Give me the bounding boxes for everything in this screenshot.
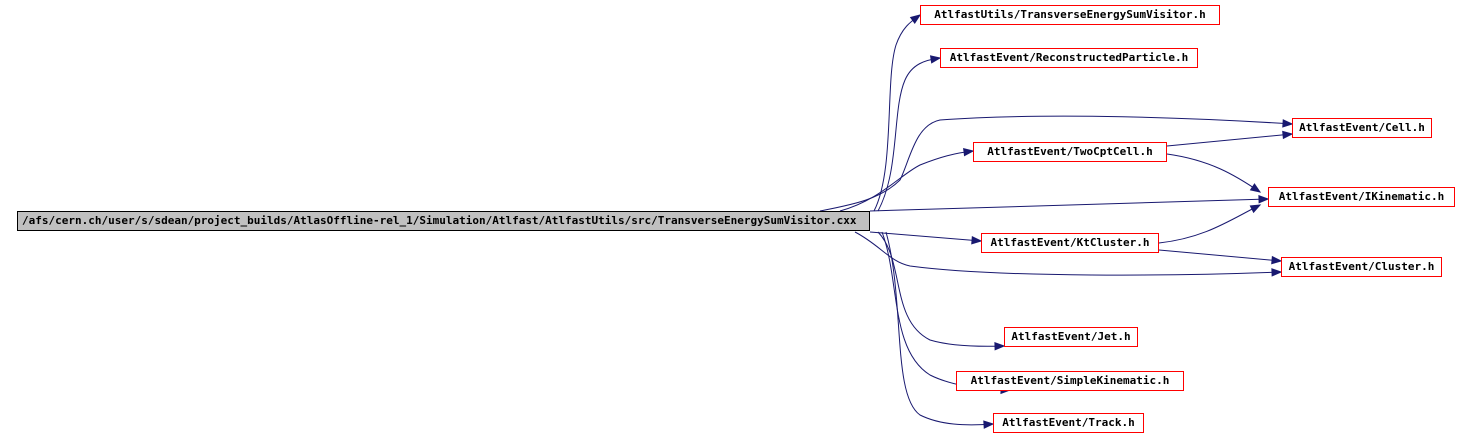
- edge-root-to-n6: [869, 231, 983, 245]
- edge-n4-to-n3: [1166, 130, 1294, 147]
- arrowhead: [1249, 204, 1262, 214]
- edge-n6-to-n7: [1158, 249, 1283, 265]
- edge-root-to-n10: [885, 231, 995, 429]
- node-simple-kinematic-h[interactable]: AtlfastEvent/SimpleKinematic.h: [956, 371, 1184, 391]
- node-ikinematic-h[interactable]: AtlfastEvent/IKinematic.h: [1268, 187, 1455, 207]
- edge-n6-to-n5: [1158, 204, 1262, 244]
- edge-root-to-n1: [873, 14, 922, 212]
- arrowhead: [1282, 119, 1294, 128]
- edge-root-to-n4: [839, 147, 975, 212]
- edge-n4-to-n5: [1166, 153, 1262, 193]
- arrowhead: [1271, 255, 1283, 265]
- edge-root-to-n3: [819, 115, 1294, 212]
- node-two-cpt-cell-h[interactable]: AtlfastEvent/TwoCptCell.h: [973, 142, 1167, 162]
- arrowhead: [929, 55, 942, 64]
- arrowhead: [1258, 195, 1270, 204]
- node-track-h[interactable]: AtlfastEvent/Track.h: [993, 413, 1144, 433]
- source-file-node: /afs/cern.ch/user/s/sdean/project_builds…: [17, 211, 870, 231]
- arrowhead: [994, 342, 1006, 351]
- node-cluster-h[interactable]: AtlfastEvent/Cluster.h: [1281, 257, 1442, 277]
- arrowhead: [909, 14, 922, 24]
- node-transverse-energy-sum-visitor-h[interactable]: AtlfastUtils/TransverseEnergySumVisitor.…: [920, 5, 1220, 25]
- arrowhead: [1249, 183, 1262, 193]
- edge-root-to-n7: [854, 231, 1283, 277]
- arrowhead: [963, 147, 975, 157]
- edge-root-to-n9: [881, 231, 1012, 395]
- node-kt-cluster-h[interactable]: AtlfastEvent/KtCluster.h: [981, 233, 1159, 253]
- arrowhead: [1282, 130, 1294, 140]
- edge-root-to-n5: [869, 195, 1270, 212]
- arrowhead: [983, 420, 995, 429]
- node-reconstructed-particle-h[interactable]: AtlfastEvent/ReconstructedParticle.h: [940, 48, 1198, 68]
- arrowhead: [1271, 268, 1283, 277]
- edge-root-to-n2: [877, 55, 942, 212]
- arrowhead: [971, 236, 983, 245]
- node-jet-h[interactable]: AtlfastEvent/Jet.h: [1004, 327, 1138, 347]
- node-cell-h[interactable]: AtlfastEvent/Cell.h: [1292, 118, 1432, 138]
